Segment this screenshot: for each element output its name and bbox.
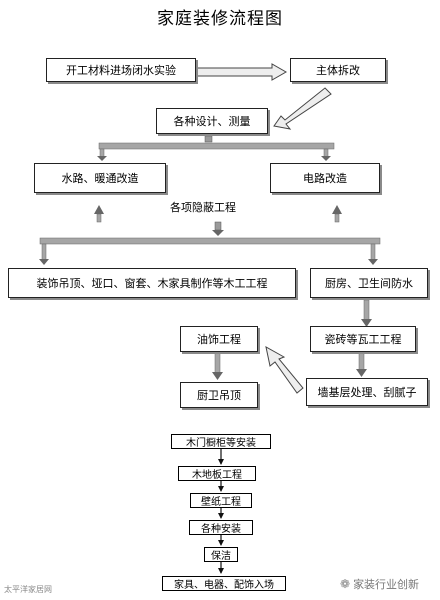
node-painting-label: 油饰工程 xyxy=(197,333,241,346)
splitter-bar-middle xyxy=(39,237,381,265)
connector-stub xyxy=(204,135,213,143)
node-wall-base-label: 墙基层处理、刮腻子 xyxy=(317,386,417,399)
node-opening: 开工材料进场闭水实验 xyxy=(46,58,196,82)
node-tiling-label: 瓷砖等瓦工工程 xyxy=(324,333,402,346)
node-waterproof: 厨房、卫生间防水 xyxy=(310,268,428,298)
node-design: 各种设计、测量 xyxy=(156,108,268,134)
splitter-bar-top xyxy=(97,142,335,161)
node-wall-base: 墙基层处理、刮腻子 xyxy=(306,378,428,406)
node-wallpaper: 壁纸工程 xyxy=(190,493,252,508)
watermark-right: ❁ 家装行业创新 xyxy=(340,576,419,592)
node-floor: 木地板工程 xyxy=(178,466,256,481)
node-electrical-label: 电路改造 xyxy=(303,172,347,185)
node-floor-label: 木地板工程 xyxy=(192,470,242,481)
node-plumbing-label: 水路、暖通改造 xyxy=(61,172,139,185)
node-move-in: 家具、电器、配饰入场 xyxy=(162,576,286,591)
node-electrical: 电路改造 xyxy=(270,163,380,193)
node-concealed: 各项隐蔽工程 xyxy=(168,199,238,215)
node-ceiling: 厨卫吊顶 xyxy=(180,382,258,408)
node-move-in-label: 家具、电器、配饰入场 xyxy=(174,580,274,591)
node-opening-label: 开工材料进场闭水实验 xyxy=(66,64,176,77)
node-installation-label: 各种安装 xyxy=(201,524,241,535)
node-demolition: 主体拆改 xyxy=(290,58,386,82)
node-waterproof-label: 厨房、卫生间防水 xyxy=(325,277,413,290)
node-doors-label: 木门橱柜等安装 xyxy=(186,438,256,449)
node-painting: 油饰工程 xyxy=(180,326,258,352)
arrow-tiling-to-wallbase xyxy=(356,351,367,377)
node-woodwork-label: 装饰吊顶、垭口、窗套、木家具制作等木工工程 xyxy=(36,277,268,290)
node-installation: 各种安装 xyxy=(189,520,253,535)
arrow-painting-to-ceiling xyxy=(212,352,223,380)
node-woodwork: 装饰吊顶、垭口、窗套、木家具制作等木工工程 xyxy=(8,268,296,298)
arrow-opening-to-demolition xyxy=(196,63,288,81)
node-ceiling-label: 厨卫吊顶 xyxy=(197,389,241,402)
watermark-left: 太平洋家居网 xyxy=(4,585,52,594)
arrow-demolition-to-design xyxy=(273,87,332,130)
node-tiling: 瓷砖等瓦工工程 xyxy=(310,326,416,352)
node-wallpaper-label: 壁纸工程 xyxy=(201,497,241,508)
arrow-wallbase-to-painting xyxy=(265,346,304,394)
node-doors: 木门橱柜等安装 xyxy=(171,434,271,449)
node-demolition-label: 主体拆改 xyxy=(316,64,360,77)
node-cleaning: 保洁 xyxy=(204,547,238,562)
wechat-icon: ❁ xyxy=(340,577,351,591)
arrow-waterproof-to-tiling xyxy=(361,299,372,327)
diagram-title: 家庭装修流程图 xyxy=(157,9,283,29)
node-plumbing: 水路、暖通改造 xyxy=(34,163,166,193)
node-cleaning-label: 保洁 xyxy=(211,551,231,562)
node-design-label: 各种设计、测量 xyxy=(173,115,251,128)
arrows-to-concealed xyxy=(94,205,342,236)
watermark-right-label: 家装行业创新 xyxy=(353,578,420,591)
